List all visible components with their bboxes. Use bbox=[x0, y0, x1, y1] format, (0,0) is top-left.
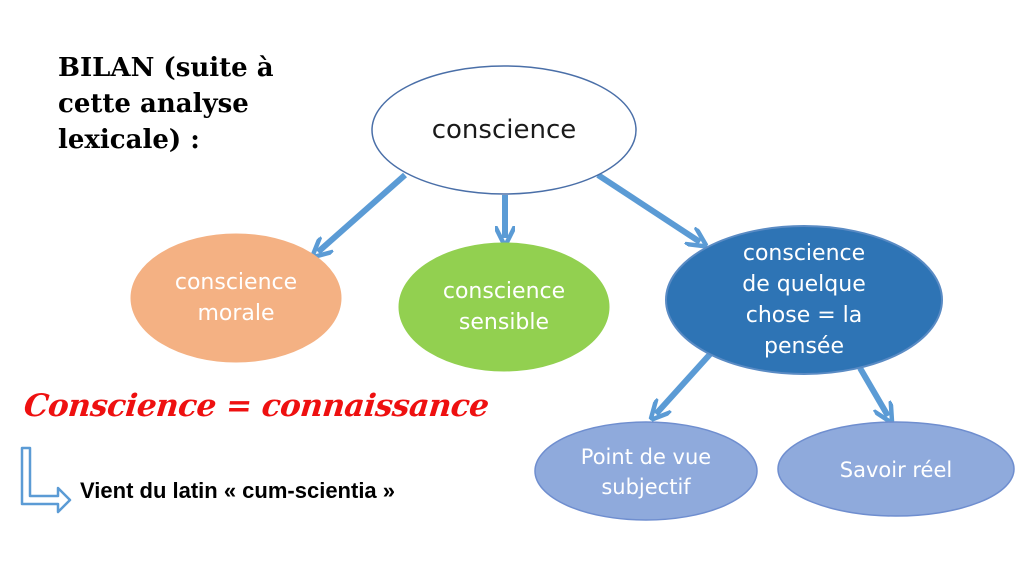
node-morale-label: conscience morale bbox=[174, 270, 298, 326]
node-root-shape bbox=[371, 65, 637, 195]
node-pensee-label: conscience de quelque chose = la pensée bbox=[742, 241, 866, 359]
node-reel-shape bbox=[777, 421, 1015, 517]
bilan-line: cette analyse bbox=[58, 89, 249, 119]
bilan-heading: BILAN (suite à cette analyse lexicale) : bbox=[58, 50, 338, 158]
node-subjectif-label: Point de vue subjectif bbox=[580, 445, 712, 499]
arrow-pensee-to-reel bbox=[857, 366, 888, 416]
arrow-root-to-morale bbox=[318, 172, 407, 252]
arrow-root-to-pensee bbox=[596, 172, 700, 242]
bilan-line: lexicale) : bbox=[58, 125, 200, 155]
node-reel-label: Savoir réel bbox=[839, 458, 953, 482]
etymology-text: Vient du latin « cum-scientia » bbox=[80, 478, 396, 503]
node-sensible-label: conscience sensible bbox=[442, 279, 566, 335]
arrow-pensee-to-subjectif bbox=[656, 349, 715, 414]
node-pensee-shape bbox=[665, 225, 943, 375]
node-morale-shape bbox=[130, 233, 342, 363]
equation-text: Conscience = connaissance bbox=[22, 388, 491, 424]
node-subjectif-shape bbox=[534, 421, 758, 521]
bilan-line: BILAN (suite à bbox=[58, 53, 274, 83]
bent-arrow-icon bbox=[20, 446, 72, 514]
connector-arrows bbox=[318, 172, 888, 416]
node-root-label: conscience bbox=[431, 115, 577, 145]
node-sensible-shape bbox=[398, 242, 610, 372]
